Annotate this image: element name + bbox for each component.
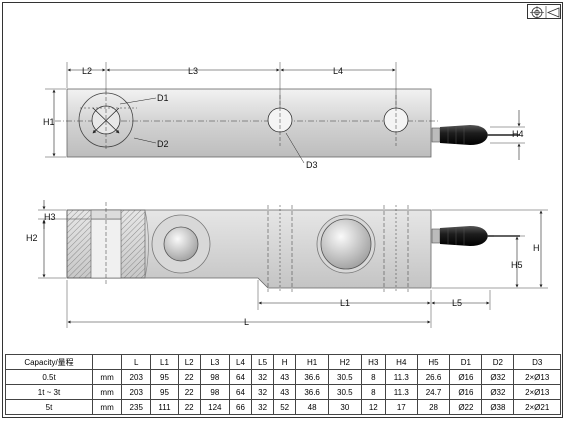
top-view-labels: L2 L3 L4 H1 D1 D2 D3 H4 — [43, 66, 524, 170]
header-l1: L1 — [150, 354, 179, 370]
table-row: 1t ~ 3t mm 203 95 22 98 64 32 43 36.6 30… — [5, 384, 561, 400]
table-cell: 43 — [273, 369, 297, 385]
header-d1: D1 — [449, 354, 483, 370]
header-l2: L2 — [177, 354, 201, 370]
table-cell: 5t — [5, 399, 93, 415]
table-cell: 30.5 — [327, 369, 362, 385]
table-cell: 124 — [199, 399, 230, 415]
table-cell: 30 — [327, 399, 362, 415]
table-row: 5t mm 235 111 22 124 66 32 52 48 30 12 1… — [5, 399, 561, 415]
table-cell: 32 — [251, 384, 275, 400]
table-cell: 1t ~ 3t — [5, 384, 93, 400]
table-cell: 28 — [416, 399, 451, 415]
table-cell: 32 — [251, 369, 275, 385]
dimensions-table: Capacity/量程 L L1 L2 L3 L4 L5 H H1 H2 H3 … — [5, 354, 561, 415]
table-cell: 22 — [177, 384, 201, 400]
header-h1: H1 — [295, 354, 329, 370]
table-cell: 64 — [228, 369, 253, 385]
table-cell: mm — [91, 399, 123, 415]
table-cell: 111 — [150, 399, 179, 415]
table-row: 0.5t mm 203 95 22 98 64 32 43 36.6 30.5 … — [5, 369, 561, 385]
table-cell: 98 — [199, 369, 230, 385]
table-cell: Ø32 — [481, 384, 515, 400]
table-cell: 203 — [121, 384, 152, 400]
table-cell: 203 — [121, 369, 152, 385]
table-cell: Ø32 — [481, 369, 515, 385]
label-l2: L2 — [82, 66, 92, 76]
drawing-frame — [2, 2, 563, 418]
table-cell: 36.6 — [295, 384, 329, 400]
header-h5: H5 — [416, 354, 451, 370]
table-cell: Ø16 — [449, 384, 483, 400]
label-d2: D2 — [157, 139, 169, 149]
header-l: L — [121, 354, 152, 370]
label-l4: L4 — [333, 66, 343, 76]
header-h2: H2 — [327, 354, 362, 370]
table-cell: 22 — [177, 399, 201, 415]
table-cell: 22 — [177, 369, 201, 385]
projection-icon — [530, 6, 560, 19]
table-cell: 32 — [251, 399, 275, 415]
header-capacity: Capacity/量程 — [5, 354, 93, 370]
table-cell: 95 — [150, 369, 179, 385]
header-d2: D2 — [481, 354, 515, 370]
top-view-dimensions — [45, 62, 525, 164]
technical-drawing: L2 L3 L4 H1 D1 D2 D3 H4 — [26, 62, 548, 328]
table-cell: 2×Ø13 — [513, 369, 561, 385]
table-cell: 43 — [273, 384, 297, 400]
label-l: L — [244, 317, 249, 327]
table-cell: 12 — [360, 399, 386, 415]
label-l3: L3 — [188, 66, 198, 76]
table-cell: 235 — [121, 399, 152, 415]
header-h3: H3 — [360, 354, 386, 370]
side-view — [66, 202, 520, 292]
table-cell: 64 — [228, 384, 253, 400]
table-cell: 30.5 — [327, 384, 362, 400]
table-cell: 48 — [295, 399, 329, 415]
label-l1: L1 — [340, 298, 350, 308]
table-cell: mm — [91, 384, 123, 400]
label-d1: D1 — [157, 93, 169, 103]
header-h4: H4 — [384, 354, 418, 370]
header-h: H — [273, 354, 297, 370]
table-cell: mm — [91, 369, 123, 385]
table-cell: 8 — [360, 384, 386, 400]
table-cell: 0.5t — [5, 369, 93, 385]
table-cell: Ø16 — [449, 369, 483, 385]
header-l3: L3 — [199, 354, 230, 370]
label-h3: H3 — [44, 212, 56, 222]
header-unit — [91, 354, 123, 370]
label-l5: L5 — [452, 298, 462, 308]
table-cell: Ø38 — [481, 399, 515, 415]
label-h2: H2 — [26, 233, 38, 243]
label-h1: H1 — [43, 117, 55, 127]
header-d3: D3 — [513, 354, 561, 370]
table-cell: 17 — [384, 399, 418, 415]
table-cell: 2×Ø21 — [513, 399, 561, 415]
table-cell: 95 — [150, 384, 179, 400]
side-view-dimensions — [38, 200, 548, 328]
label-h5: H5 — [511, 260, 523, 270]
table-cell: 2×Ø13 — [513, 384, 561, 400]
table-cell: 11.3 — [384, 384, 418, 400]
label-h: H — [533, 243, 540, 253]
table-cell: 36.6 — [295, 369, 329, 385]
top-view — [55, 88, 520, 158]
side-view-labels: H3 H2 H H5 L1 L5 L — [26, 212, 540, 327]
projection-symbol — [527, 4, 561, 19]
table-cell: 8 — [360, 369, 386, 385]
table-header-row: Capacity/量程 L L1 L2 L3 L4 L5 H H1 H2 H3 … — [5, 354, 561, 370]
label-d3: D3 — [306, 160, 318, 170]
table-cell: 98 — [199, 384, 230, 400]
table-cell: 52 — [273, 399, 297, 415]
header-l4: L4 — [228, 354, 253, 370]
table-cell: 26.6 — [416, 369, 451, 385]
table-cell: Ø22 — [449, 399, 483, 415]
table-cell: 11.3 — [384, 369, 418, 385]
header-l5: L5 — [251, 354, 275, 370]
table-cell: 24.7 — [416, 384, 451, 400]
table-cell: 66 — [228, 399, 253, 415]
label-h4: H4 — [512, 129, 524, 139]
